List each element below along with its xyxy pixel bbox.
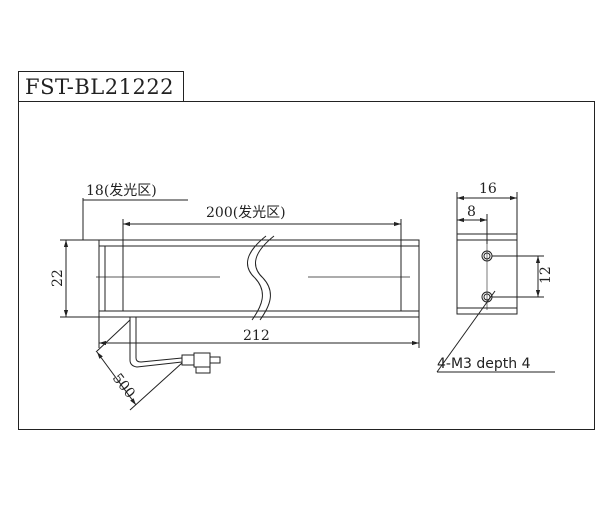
dim-200-label: 200(发光区) [206,205,286,221]
cable [129,317,221,374]
drawing-title: FST-BL21222 [18,71,184,101]
dim-500-label: 500 [109,371,138,402]
thread-note: 4-M3 depth 4 [437,356,531,372]
light-bar-body [98,239,420,318]
dim-18-label: 18(发光区) [86,183,157,199]
break-line [246,235,267,321]
note-leader [436,290,496,373]
drawing-frame [18,101,595,430]
dim-16-label: 16 [479,181,497,197]
dim-212-label: 212 [243,328,270,344]
dim-22-label: 22 [50,269,66,287]
dim-12-label: 12 [538,266,554,284]
dim-8-label: 8 [467,204,476,220]
